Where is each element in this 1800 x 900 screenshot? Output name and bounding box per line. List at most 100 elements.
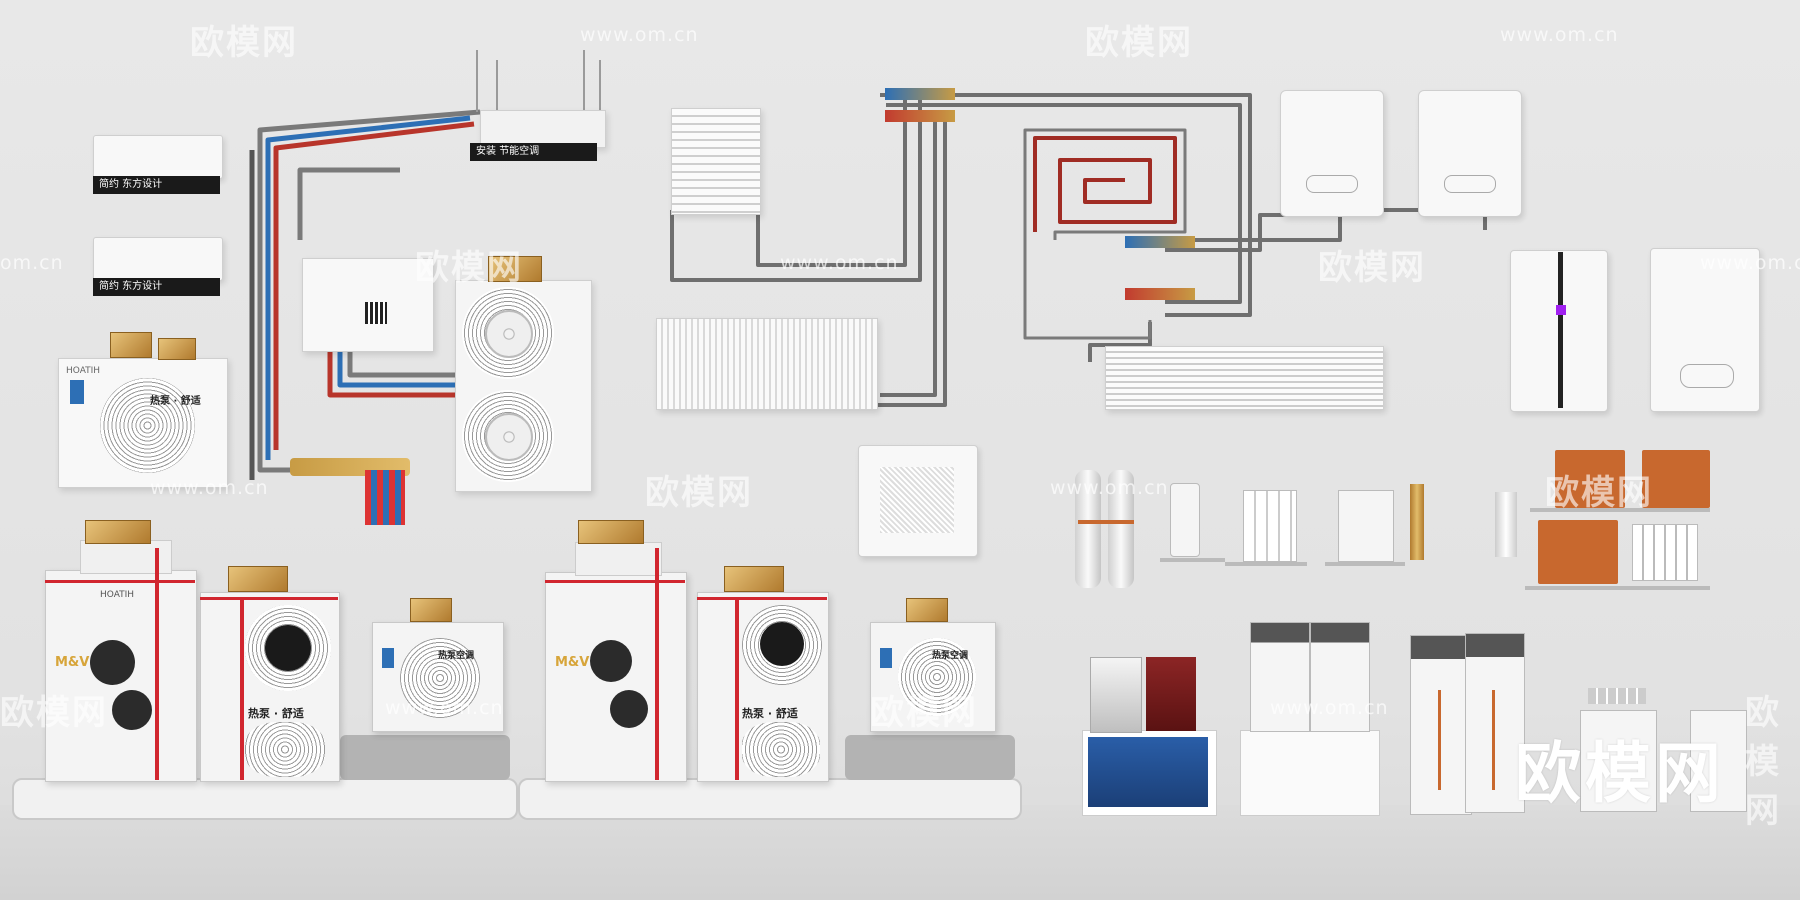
platform-step-2: [845, 735, 1015, 780]
shelf: [1325, 562, 1405, 566]
watermark-url: www.om.cn: [385, 697, 504, 719]
filter-header: [1588, 688, 1646, 704]
pipe-red-1: [273, 121, 475, 450]
fan-icon: [485, 310, 533, 358]
watermark-brand: 欧模网: [870, 693, 978, 733]
mv-badge: M&V: [55, 655, 90, 670]
watermark-url: www.om.cn: [780, 252, 899, 274]
platform-step-1: [340, 735, 510, 780]
floor-heating-manifold-2: [885, 110, 955, 122]
unit-text: 热泵 · 舒适: [248, 707, 304, 720]
promo-card: [158, 338, 196, 360]
fan-grille-icon: [742, 722, 820, 777]
watermark-brand: 欧模网: [645, 473, 753, 513]
unit-top: [575, 542, 662, 576]
fan-grille-icon: [100, 378, 195, 473]
measure-line: [45, 580, 195, 583]
unit-text: 热泵空调: [932, 651, 969, 661]
measure-line: [200, 597, 338, 600]
measure-line: [697, 597, 827, 600]
watermark-brand: 欧模网: [415, 248, 523, 288]
shelf: [1525, 586, 1710, 590]
promo-card: [488, 256, 542, 282]
ro-filter-unit-2: [1338, 490, 1394, 562]
watermark-url: www.om.cn: [1700, 252, 1800, 274]
filter-cartridge: [1075, 470, 1101, 588]
heater-strip: [1558, 252, 1563, 408]
purifier-orange-2: [1642, 450, 1710, 508]
unit-text: 热泵 · 舒适: [742, 707, 798, 720]
boiler-display: [1306, 175, 1358, 193]
info-panel-blue: [1088, 737, 1208, 807]
feature-icon: [610, 690, 648, 728]
boiler-display: [1680, 364, 1734, 388]
brand-logo-icon: [880, 648, 892, 668]
duct-tag-text: 节能空调: [499, 146, 540, 157]
watermark-url: www.om.cn: [1270, 697, 1389, 719]
softener-tower-1: [1410, 635, 1472, 815]
towel-radiator: [1105, 346, 1384, 410]
cassette-grille: [880, 467, 954, 533]
wall-boiler-1: [1280, 90, 1384, 217]
brand-text: HOATIH: [66, 366, 101, 376]
filter-cabinet: [1580, 710, 1657, 812]
watermark-url: om.cn: [0, 252, 64, 274]
mv-badge: M&V: [555, 655, 590, 670]
watermark-brand: 欧模网: [0, 693, 108, 733]
watermark-brand: 欧模网: [1545, 473, 1653, 513]
water-softener-red: [1146, 657, 1196, 731]
filter-band: [1078, 520, 1134, 524]
display-platform-1: [12, 778, 518, 820]
ac-tag-1: 简约 东方设计: [93, 176, 220, 194]
watermark-brand: 欧模网: [190, 23, 298, 63]
boiler-display: [1444, 175, 1496, 193]
duct-tag: 安装 节能空调: [470, 143, 597, 161]
pipe-gray-1: [257, 109, 481, 473]
watermark-brand: 欧模网: [1318, 248, 1426, 288]
shelf: [1530, 508, 1710, 512]
brand-logo-icon: [382, 648, 394, 668]
fan-hub-icon: [760, 622, 804, 666]
watermark-url: www.om.cn: [580, 24, 699, 46]
floor-heating-manifold-4: [1125, 288, 1195, 300]
display-platform-2: [518, 778, 1022, 820]
purifier-orange-3: [1538, 520, 1618, 584]
measure-line: [545, 580, 685, 583]
fan-grille-icon: [400, 638, 480, 718]
watermark-url: www.om.cn: [150, 477, 269, 499]
softener-tank-1: [1250, 622, 1310, 732]
status-light-icon: [1556, 305, 1566, 315]
unit-text: 热泵 · 舒适: [150, 396, 201, 407]
feature-icon: [90, 640, 135, 685]
wall-ac-unit-1: [93, 135, 223, 179]
water-purifier: [1170, 483, 1200, 557]
watermark-url: www.om.cn: [1050, 477, 1169, 499]
fan-grille-icon: [898, 638, 976, 716]
measure-line: [655, 548, 659, 780]
softener-tank-2: [1310, 622, 1370, 732]
promo-card: [724, 566, 784, 592]
purifier-orange-1: [1555, 450, 1625, 508]
fan-grille-icon: [245, 722, 325, 777]
duct-tag-prefix: 安装: [476, 146, 496, 157]
watermark-url: www.om.cn: [1500, 24, 1619, 46]
promo-card: [110, 332, 152, 358]
filter-cartridge: [1108, 470, 1134, 588]
shelf: [1225, 562, 1307, 566]
measure-line: [240, 597, 244, 780]
unit-text: 热泵空调: [438, 651, 475, 661]
qr-code-icon: [365, 302, 387, 324]
filter-cabinet-2: [1690, 710, 1747, 812]
filter-set: [1632, 524, 1698, 581]
shelf: [1160, 558, 1225, 562]
radiator-vertical: [671, 108, 761, 215]
prefilter: [1410, 484, 1424, 560]
promo-card: [85, 520, 151, 544]
fan-icon: [485, 413, 533, 461]
ac-tag-2: 简约 东方设计: [93, 278, 220, 296]
wall-boiler-3: [1650, 248, 1760, 412]
ducted-ac-unit: [480, 110, 606, 148]
floor-heating-manifold-1: [885, 88, 955, 100]
water-softener-silver: [1090, 657, 1142, 733]
